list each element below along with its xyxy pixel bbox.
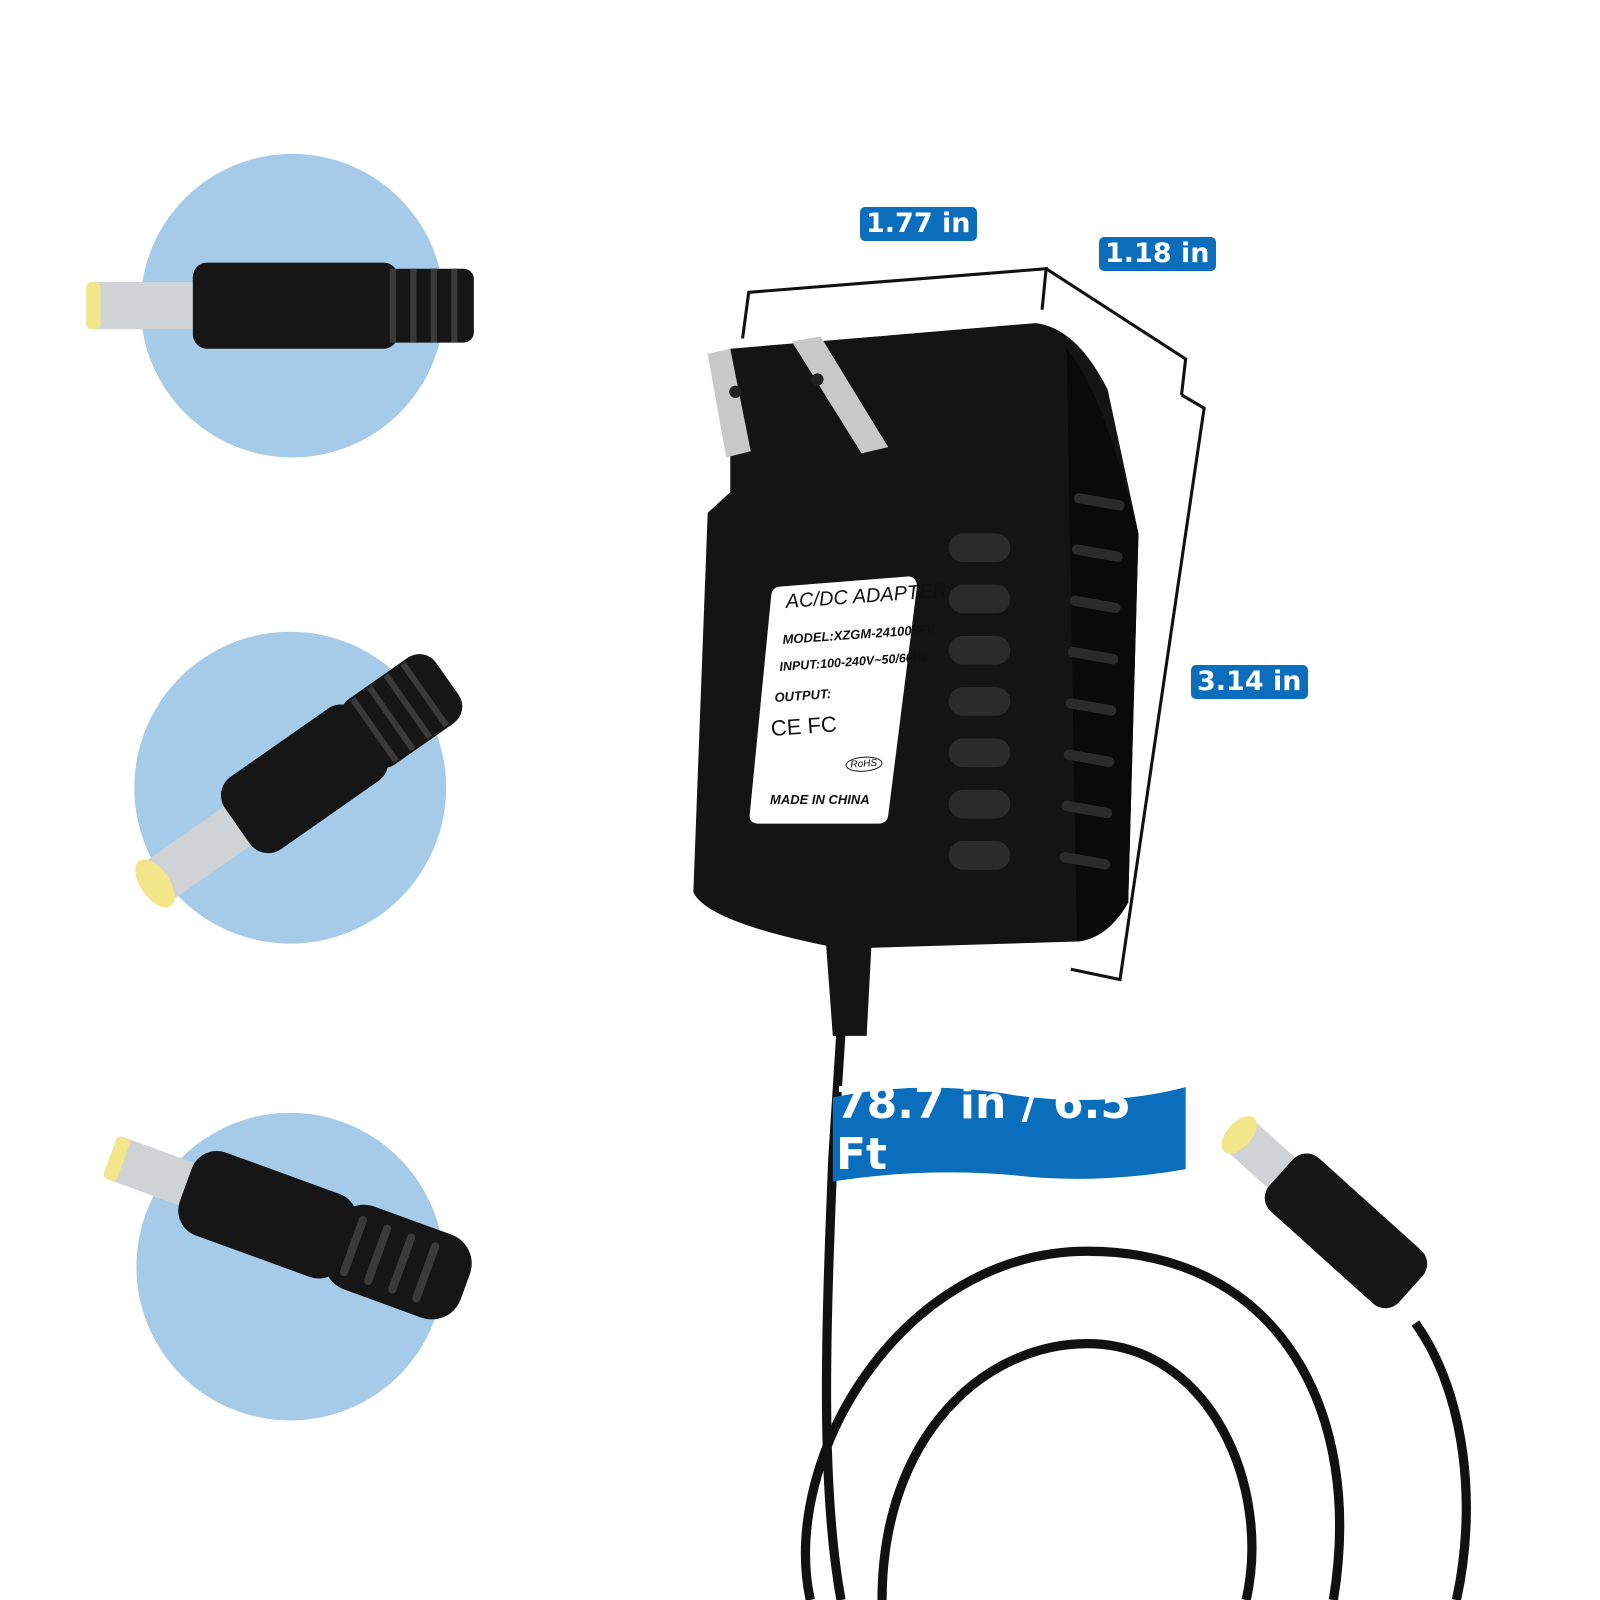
adapter-body [693,323,1139,1036]
connector-view-side [86,153,474,458]
label-origin: MADE IN CHINA [770,792,870,807]
label-certifications: CE FC [770,711,838,741]
connector-view-rear [103,1112,472,1421]
width-dimension-badge: 1.77 in [860,207,977,241]
connector-view-angled [134,631,463,944]
height-dimension-badge: 3.14 in [1191,665,1308,699]
cable-length-label: 78.7 in / 6.5 Ft [836,1078,1131,1180]
cable [801,1030,1471,1600]
plug-prongs [707,336,889,458]
cable-length-banner [832,1087,1186,1182]
product-label-plate [749,576,917,824]
depth-dimension-badge: 1.18 in [1099,237,1216,271]
dc-plug [1221,1116,1428,1309]
dimension-lines [741,267,1206,982]
